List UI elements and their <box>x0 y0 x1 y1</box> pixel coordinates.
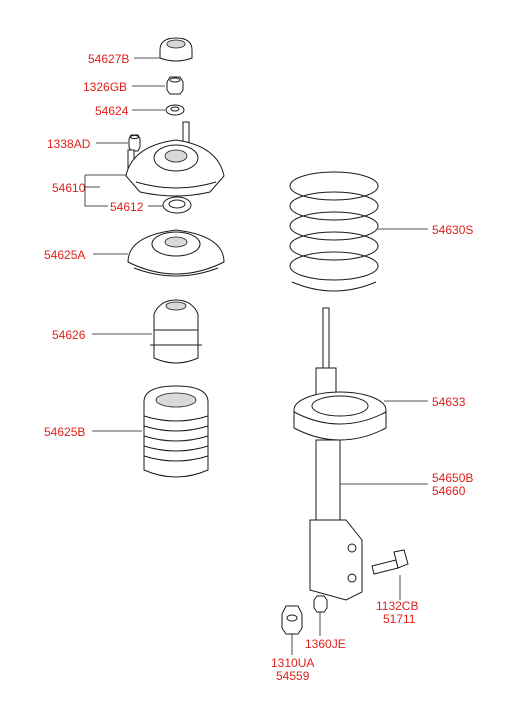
part-strut-assembly <box>293 307 387 601</box>
part-spring-seat-upper <box>127 229 225 277</box>
leader-lines <box>84 57 428 655</box>
part-coil-spring <box>289 171 379 292</box>
part-dust-boot <box>143 385 209 478</box>
label-54633: 54633 <box>432 395 466 409</box>
label-1360je: 1360JE <box>305 637 346 651</box>
part-nut-1360je <box>313 595 328 613</box>
label-54624: 54624 <box>95 104 129 118</box>
part-nut-1326gb <box>166 76 184 95</box>
label-54559: 54559 <box>276 669 310 683</box>
label-54660: 54660 <box>432 484 466 498</box>
label-54610: 54610 <box>52 181 86 195</box>
label-54625b: 54625B <box>44 425 85 439</box>
label-54627b: 54627B <box>88 52 129 66</box>
part-bearing <box>162 196 192 214</box>
label-1338ad: 1338AD <box>47 137 91 151</box>
label-1310ua: 1310UA <box>271 656 314 670</box>
part-bump-stopper <box>150 299 202 364</box>
label-54612: 54612 <box>110 200 144 214</box>
label-54630s: 54630S <box>432 223 473 237</box>
label-51711: 51711 <box>383 612 416 626</box>
label-54650b: 54650B <box>432 471 473 485</box>
label-54626: 54626 <box>52 328 86 342</box>
part-washer-54624 <box>165 104 185 116</box>
part-nut-1338ad <box>128 134 141 152</box>
part-dust-cap <box>159 37 193 62</box>
part-nut-1310ua <box>281 605 303 635</box>
label-1132cb: 1132CB <box>376 599 418 613</box>
label-54625a: 54625A <box>44 248 85 262</box>
label-1326gb: 1326GB <box>83 80 127 94</box>
part-strut-mount <box>125 121 225 197</box>
part-bolt-1132cb <box>371 549 409 575</box>
